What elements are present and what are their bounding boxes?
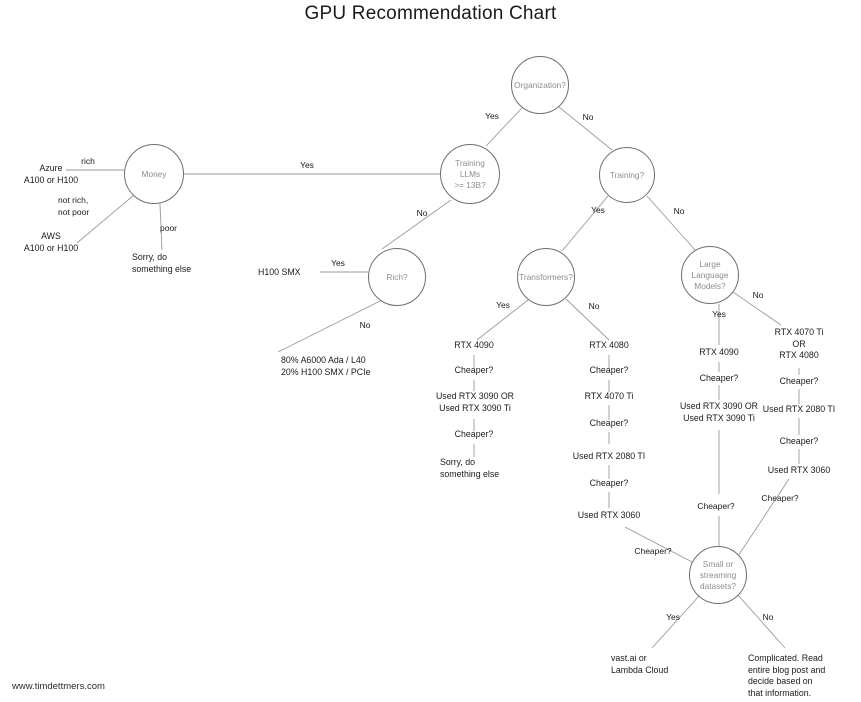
edge-label-training-no: No [673,206,685,216]
edge-training-no [646,195,696,251]
node-money[interactable]: Money [124,144,184,204]
edge-small-no [737,594,786,649]
chain-llm-no-cheaper-2: Cheaper? [779,436,819,446]
edge-label-cheaper-right-to-small: Cheaper? [761,493,799,503]
edge-label-cheaper-mid-to-small: Cheaper? [634,546,672,556]
edge-label-training-yes: Yes [591,205,605,215]
edge-label-rich-no: No [359,320,371,330]
edge-label-money-not-rich-not-poor: not rich, not poor [58,195,90,217]
edge-label-llm-no: No [752,290,764,300]
chain-tf-yes-step-3: Sorry, do something else [440,457,500,479]
footer-url: www.timdettmers.com [12,681,105,692]
edge-label-training-llms-no: No [416,208,428,218]
chain-tf-no-step-4: Used RTX 3060 [577,510,641,520]
node-training-llms-label: Training LLMs >= 13B? [454,157,486,190]
terminal-aws: AWS A100 or H100 [23,231,79,253]
chain-llm-no-step-2: Used RTX 2080 TI [762,404,836,414]
node-transformers[interactable]: Transformers? [517,248,575,306]
terminal-complicated: Complicated. Read entire blog post and d… [748,653,826,698]
edge-label-cheaper-llm-to-small: Cheaper? [697,501,735,511]
chain-tf-yes-cheaper-2: Cheaper? [454,429,494,439]
chain-tf-no-cheaper-3: Cheaper? [589,478,629,488]
node-training-llms[interactable]: Training LLMs >= 13B? [440,144,500,204]
node-small-or-streaming-datasets[interactable]: Small or streaming datasets? [689,546,747,604]
edge-organization-yes [485,107,523,147]
edge-label-transformers-yes: Yes [496,300,510,310]
edge-label-small-no: No [762,612,774,622]
node-small-streaming-label: Small or streaming datasets? [699,558,737,591]
terminal-a6000-mix: 80% A6000 Ada / L40 20% H100 SMX / PCIe [281,355,371,377]
chain-tf-no-step-3: Used RTX 2080 TI [572,451,646,461]
node-transformers-label: Transformers? [519,271,573,282]
chain-llm-no-step-3: Used RTX 3060 [767,465,831,475]
node-money-label: Money [141,168,167,179]
edge-label-organization-no: No [582,112,594,122]
edge-label-rich-yes: Yes [331,258,345,268]
chain-tf-no-cheaper-1: Cheaper? [589,365,629,375]
edge-label-organization-yes: Yes [485,111,499,121]
edge-label-small-yes: Yes [666,612,680,622]
terminal-vastai: vast.ai or Lambda Cloud [611,653,669,675]
edge-money-midrich [76,194,135,244]
edge-organization-no [558,106,613,151]
edge-trainingllms-no [381,199,452,250]
edge-llm-no [732,291,782,326]
edge-training-yes [561,195,609,252]
node-organization-label: Organization? [514,79,566,90]
node-organization[interactable]: Organization? [511,56,569,114]
edge-money-poor [159,203,163,251]
terminal-h100-smx: H100 SMX [258,267,301,277]
node-training-label: Training? [609,169,645,180]
chain-tf-no-step-1: RTX 4080 [589,340,629,350]
edge-small-yes [651,594,701,649]
chain-llm-yes-step-1: RTX 4090 [699,347,739,357]
edge-label-transformers-no: No [588,301,600,311]
edge-label-money-poor: poor [160,223,178,233]
terminal-sorry-money: Sorry, do something else [132,252,192,274]
chain-tf-no-cheaper-2: Cheaper? [589,418,629,428]
node-large-language-models[interactable]: Large Language Models? [681,246,739,304]
chain-llm-yes-step-2: Used RTX 3090 OR Used RTX 3090 Ti [679,401,759,423]
chain-tf-yes-cheaper-1: Cheaper? [454,365,494,375]
edge-label-money-rich: rich [81,156,95,166]
node-rich-label: Rich? [386,271,408,282]
edge-transformers-no [565,298,610,341]
edge-used3060mid-cheaper [624,526,695,564]
chain-tf-yes-step-1: RTX 4090 [454,340,494,350]
chain-tf-no-step-2: RTX 4070 Ti [584,391,634,401]
chain-llm-yes-cheaper-1: Cheaper? [699,373,739,383]
page-title: GPU Recommendation Chart [304,3,557,24]
edge-label-money-yes: Yes [300,160,314,170]
chain-tf-yes-step-2: Used RTX 3090 OR Used RTX 3090 Ti [435,391,515,413]
chain-llm-no-step-1: RTX 4070 Ti OR RTX 4080 [774,327,824,360]
edge-transformers-yes [476,299,529,341]
node-large-language-models-label: Large Language Models? [691,258,729,291]
chain-llm-no-cheaper-1: Cheaper? [779,376,819,386]
edge-label-llm-yes: Yes [712,309,726,319]
edge-used3060right-cheaper [737,478,790,557]
node-rich[interactable]: Rich? [368,248,426,306]
node-training[interactable]: Training? [599,147,655,203]
edge-rich-no [277,299,383,353]
terminal-azure: Azure A100 or H100 [23,163,79,185]
